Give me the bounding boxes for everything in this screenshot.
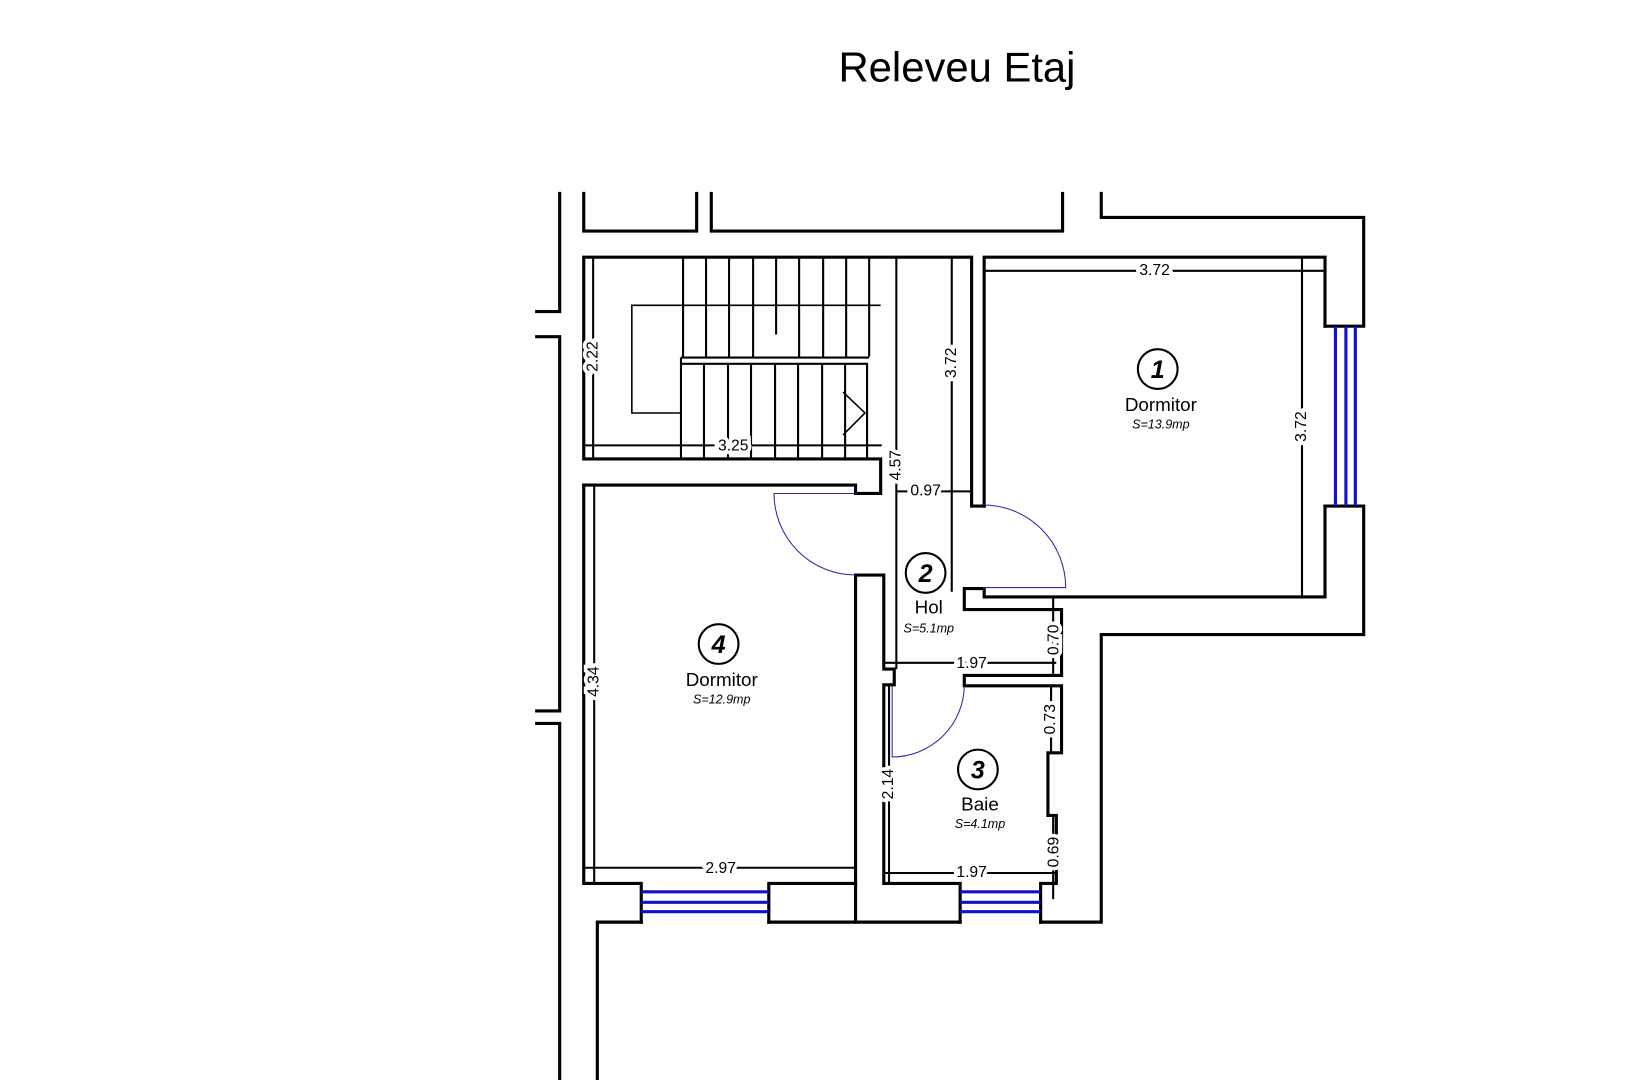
room-4-walls bbox=[582, 483, 962, 924]
dim-room4-height: 4.34 bbox=[585, 666, 602, 697]
dim-hol-width: 0.97 bbox=[910, 483, 941, 500]
dim-bath-height: 2.14 bbox=[880, 769, 897, 800]
room-4-window bbox=[641, 890, 769, 914]
room-area: S=4.1mp bbox=[955, 817, 1006, 831]
dim-room4-width: 2.97 bbox=[705, 860, 736, 877]
dim-room1-width: 3.72 bbox=[1139, 262, 1170, 279]
stair-handrail bbox=[631, 304, 881, 414]
stair-treads-lower bbox=[702, 363, 847, 459]
room-number-badge bbox=[697, 623, 740, 665]
dim-hol-bottom-width: 1.97 bbox=[956, 655, 987, 672]
room-number-badge bbox=[904, 552, 947, 594]
stair-treads-upper bbox=[682, 257, 871, 357]
dim-stair-width: 3.25 bbox=[718, 438, 749, 455]
dim-stair-right: 3.72 bbox=[943, 348, 960, 379]
room-4-door bbox=[773, 492, 856, 576]
room-name: Hol bbox=[915, 597, 943, 618]
room-area: S=13.9mp bbox=[1132, 418, 1190, 432]
room-number: 3 bbox=[971, 757, 985, 785]
stair-direction-arrow-icon bbox=[842, 391, 867, 436]
room-number-badge bbox=[1136, 348, 1179, 390]
room-label-1: 1 Dormitor S=13.9mp bbox=[1125, 348, 1197, 432]
stairwell bbox=[582, 255, 986, 508]
room-label-2: 2 Hol S=5.1mp bbox=[903, 552, 954, 636]
room-number: 4 bbox=[711, 631, 726, 659]
stair-landing bbox=[679, 356, 870, 459]
room-3-door bbox=[891, 685, 965, 758]
room-name: Baie bbox=[961, 793, 999, 814]
dim-bath-upper: 0.73 bbox=[1042, 704, 1059, 735]
dimension-labels: 2.22 3.25 3.72 4.57 0.97 3.72 3.72 0.70 … bbox=[581, 258, 1314, 885]
room-label-4: 4 Dormitor S=12.9mp bbox=[686, 623, 758, 707]
dimension-lines bbox=[583, 257, 1325, 900]
room-1-walls bbox=[962, 255, 1327, 677]
dim-hol-step: 0.70 bbox=[1045, 624, 1062, 655]
room-area: S=12.9mp bbox=[693, 693, 751, 707]
room-1-door bbox=[983, 504, 1067, 589]
room-area: S=5.1mp bbox=[903, 622, 954, 636]
room-3-walls bbox=[962, 673, 1064, 924]
plan-title: Releveu Etaj bbox=[838, 44, 1075, 91]
dim-bath-lower: 0.69 bbox=[1045, 837, 1062, 868]
room-number: 1 bbox=[1151, 356, 1165, 384]
room-3-window bbox=[960, 890, 1041, 914]
room-name: Dormitor bbox=[686, 669, 758, 690]
room-number: 2 bbox=[918, 560, 933, 588]
room-1-window bbox=[1333, 326, 1357, 507]
room-number-badge bbox=[956, 748, 999, 791]
dim-hol-length: 4.57 bbox=[887, 450, 904, 481]
room-name: Dormitor bbox=[1125, 394, 1197, 415]
dim-stair-height: 2.22 bbox=[584, 341, 601, 372]
room-label-3: 3 Baie S=4.1mp bbox=[955, 748, 1006, 831]
outer-walls bbox=[535, 191, 1366, 1080]
dim-room1-height: 3.72 bbox=[1293, 411, 1310, 442]
dim-bath-width: 1.97 bbox=[956, 864, 987, 881]
